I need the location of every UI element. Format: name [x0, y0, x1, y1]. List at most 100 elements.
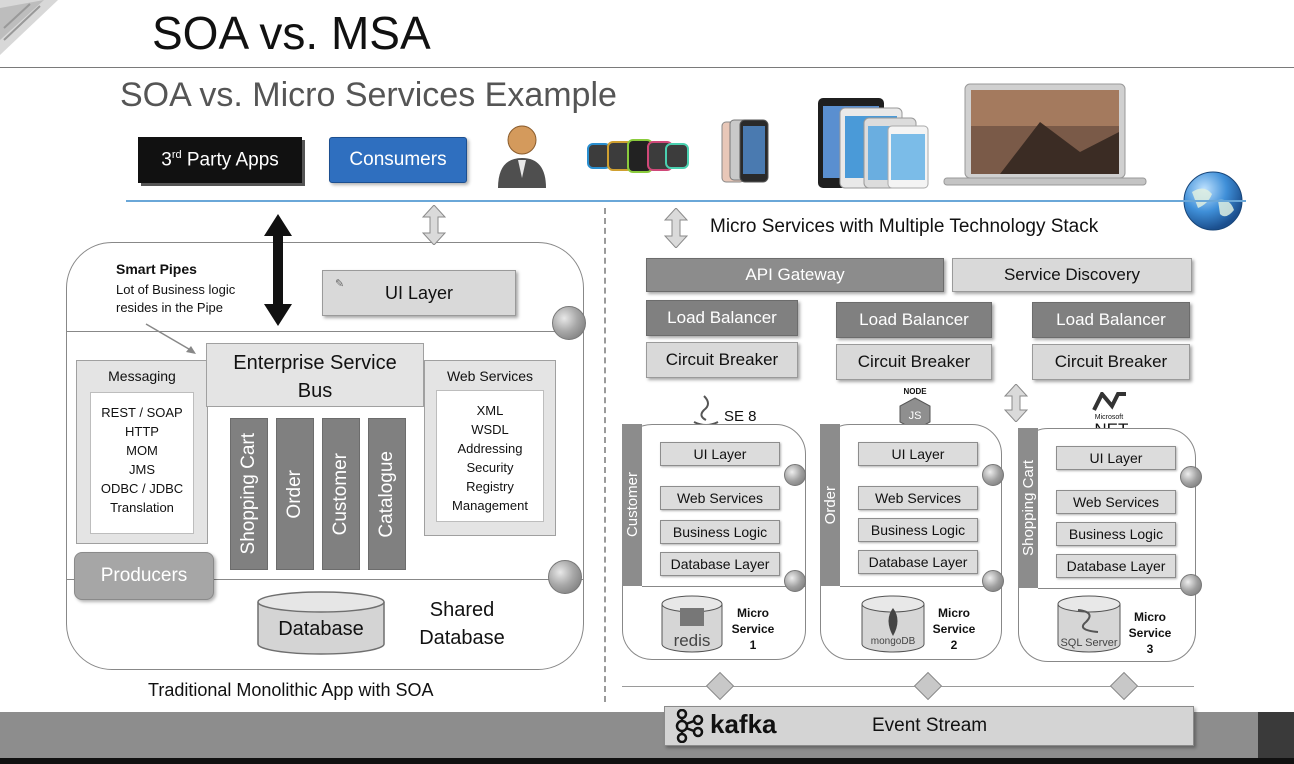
connector-diamond-3 [1109, 671, 1139, 701]
side-tab-label: Shopping Cart [1019, 460, 1037, 556]
connector-diamond-1 [705, 671, 735, 701]
tablets-icon [818, 98, 930, 190]
ms3-database-layer: Database Layer [1056, 554, 1176, 578]
smart-pipes-pointer [144, 322, 204, 358]
ms1-globe-bottom [784, 570, 806, 592]
service-bar-shopping-cart: Shopping Cart [230, 418, 268, 570]
service-bar-label: Customer [330, 452, 351, 536]
micro-service-2-divider [840, 586, 1002, 587]
shared-database-line2: Database [419, 626, 505, 649]
ms3-business-logic: Business Logic [1056, 522, 1176, 546]
circuit-breaker-3: Circuit Breaker [1032, 344, 1190, 380]
mongodb-cylinder [860, 594, 926, 654]
redis-cylinder [660, 594, 724, 654]
top-divider-line [126, 200, 1246, 202]
producers-box: Producers [74, 552, 214, 600]
micro-service-3-side-tab: Shopping Cart [1018, 428, 1038, 588]
third-party-label: 3rd Party Apps [161, 148, 279, 171]
web-services-item: Addressing [457, 441, 523, 456]
ms2-service: Service [932, 622, 976, 636]
soa-globe-bottom [548, 560, 582, 594]
smart-pipes-title: Smart Pipes [116, 261, 197, 277]
side-tab-label: Order [821, 485, 839, 525]
smartphones-icon [720, 118, 772, 184]
ms1-ui-layer: UI Layer [660, 442, 780, 466]
page-title: SOA vs. MSA [152, 7, 431, 59]
title-rule [0, 67, 1294, 68]
ms3-globe-bottom [1180, 574, 1202, 596]
ms3-ui-layer: UI Layer [1056, 446, 1176, 470]
double-arrow-gray-soa [421, 204, 447, 246]
svg-text:JS: JS [909, 410, 922, 422]
kafka-icon [672, 708, 706, 744]
ms1-business-logic: Business Logic [660, 520, 780, 544]
circuit-breaker-1: Circuit Breaker [646, 342, 798, 378]
service-bar-label: Catalogue [376, 450, 397, 538]
circuit-breaker-2: Circuit Breaker [836, 344, 992, 380]
soa-ui-layer-label: UI Layer [384, 282, 454, 303]
ms2-globe-bottom [982, 570, 1004, 592]
load-balancer-1: Load Balancer [646, 300, 798, 336]
ms2-web-services: Web Services [858, 486, 978, 510]
service-bar-catalogue: Catalogue [368, 418, 406, 570]
ms2-business-logic: Business Logic [858, 518, 978, 542]
service-bar-customer: Customer [322, 418, 360, 570]
corner-decoration [0, 0, 70, 60]
ms2-ui-layer: UI Layer [858, 442, 978, 466]
smart-pipes-line1: Lot of Business logic [116, 282, 236, 297]
ms1-service: Service [731, 622, 775, 636]
ms3-globe-top [1180, 466, 1202, 488]
service-bar-order: Order [276, 418, 314, 570]
kafka-label: kafka [710, 709, 777, 739]
slide-subtitle: SOA vs. Micro Services Example [120, 76, 617, 114]
micro-service-3-divider [1038, 588, 1196, 589]
micro-service-2-side-tab: Order [820, 424, 840, 586]
laptop-icon [940, 82, 1150, 188]
service-discovery-box: Service Discovery [952, 258, 1192, 292]
soa-database-cylinder [256, 590, 386, 656]
ms3-web-services: Web Services [1056, 490, 1176, 514]
side-tab-label: Customer [623, 472, 641, 538]
service-bar-label: Shopping Cart [238, 433, 259, 555]
double-arrow-gray-msa-2 [1003, 383, 1029, 423]
sqlserver-cylinder [1056, 594, 1122, 654]
nodejs-label: NODE [903, 386, 927, 396]
esb-title-line1: Enterprise Service [233, 351, 397, 374]
shared-database-line1: Shared [429, 598, 495, 621]
api-gateway-box: API Gateway [646, 258, 944, 292]
double-arrow-black [263, 214, 293, 326]
pencil-icon: ✎ [335, 278, 345, 290]
esb-title-line2: Bus [297, 379, 333, 402]
consumers-box: Consumers [329, 137, 467, 183]
java-version-label: SE 8 [724, 408, 757, 425]
web-services-item: Security [466, 460, 514, 475]
msa-heading: Micro Services with Multiple Technology … [710, 216, 1099, 237]
event-stream-label: Event Stream [872, 715, 988, 736]
soa-database-label: Database [278, 617, 364, 640]
event-stream-box [664, 706, 1194, 746]
messaging-item: JMS [129, 462, 155, 477]
ms2-number: 2 [950, 638, 958, 652]
messaging-item: MOM [126, 443, 158, 458]
nodejs-icon: JS [896, 386, 934, 432]
smartwatches-icon [586, 136, 690, 176]
micro-service-1-divider [642, 586, 806, 587]
messaging-list: REST / SOAP HTTP MOM JMS ODBC / JDBC Tra… [90, 392, 194, 534]
ms3-number: 3 [1146, 642, 1154, 656]
ms1-database-layer: Database Layer [660, 552, 780, 576]
esb-panel [206, 343, 424, 407]
dotnet-microsoft-label: Microsoft [1094, 413, 1124, 421]
third-party-apps-box: 3rd Party Apps [138, 137, 302, 183]
bottom-band-right-dark [1258, 712, 1294, 764]
messaging-item: ODBC / JDBC [100, 481, 184, 496]
load-balancer-2: Load Balancer [836, 302, 992, 338]
soa-globe-top [552, 306, 586, 340]
load-balancer-3: Load Balancer [1032, 302, 1190, 338]
dotnet-icon [1092, 390, 1128, 412]
bottom-edge-line [0, 758, 1294, 764]
web-services-item: Registry [466, 479, 514, 494]
messaging-title: Messaging [108, 368, 176, 384]
soa-caption: Traditional Monolithic App with SOA [148, 680, 434, 700]
ms1-micro: Micro [736, 606, 769, 620]
web-services-item: XML [476, 403, 504, 418]
